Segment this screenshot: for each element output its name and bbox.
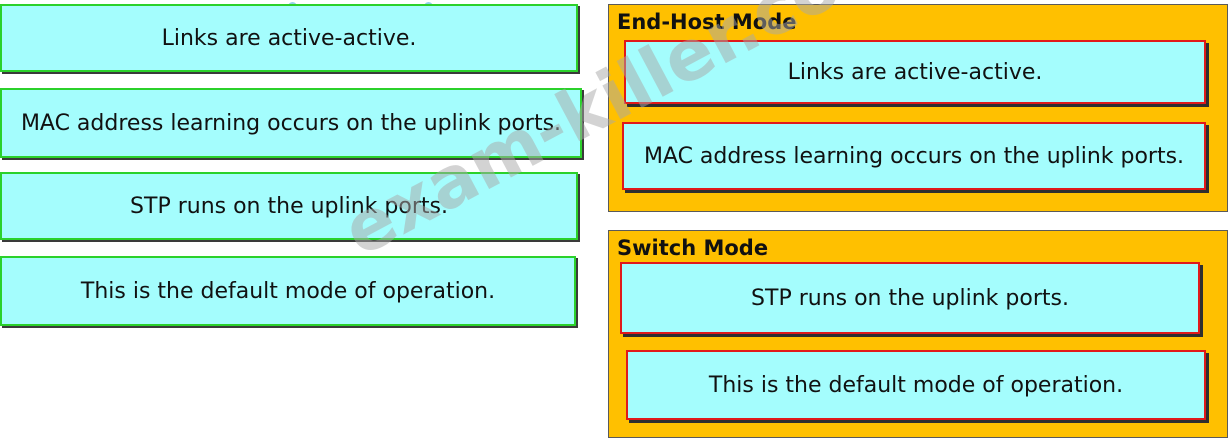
source-item-label: This is the default mode of operation. xyxy=(80,278,496,304)
source-item-label: MAC address learning occurs on the uplin… xyxy=(20,110,562,136)
target-item-label: This is the default mode of operation. xyxy=(708,372,1124,398)
switch-mode-title: Switch Mode xyxy=(617,236,769,260)
target-item-label: Links are active-active. xyxy=(787,59,1043,85)
switch-item-default-mode[interactable]: This is the default mode of operation. xyxy=(626,350,1206,420)
source-item-links-active-active[interactable]: Links are active-active. xyxy=(0,4,578,72)
source-item-label: Links are active-active. xyxy=(161,25,417,51)
source-item-stp-uplink[interactable]: STP runs on the uplink ports. xyxy=(0,172,578,240)
source-item-label: STP runs on the uplink ports. xyxy=(130,193,448,219)
end-host-mode-title: End-Host Mode xyxy=(617,10,797,34)
target-item-label: MAC address learning occurs on the uplin… xyxy=(643,143,1185,169)
switch-item-stp-uplink[interactable]: STP runs on the uplink ports. xyxy=(620,262,1200,334)
end-host-item-mac-learning[interactable]: MAC address learning occurs on the uplin… xyxy=(622,122,1206,190)
end-host-item-links-active-active[interactable]: Links are active-active. xyxy=(624,40,1206,104)
source-item-default-mode[interactable]: This is the default mode of operation. xyxy=(0,256,576,326)
source-item-mac-learning[interactable]: MAC address learning occurs on the uplin… xyxy=(0,88,582,158)
target-item-label: STP runs on the uplink ports. xyxy=(751,285,1069,311)
